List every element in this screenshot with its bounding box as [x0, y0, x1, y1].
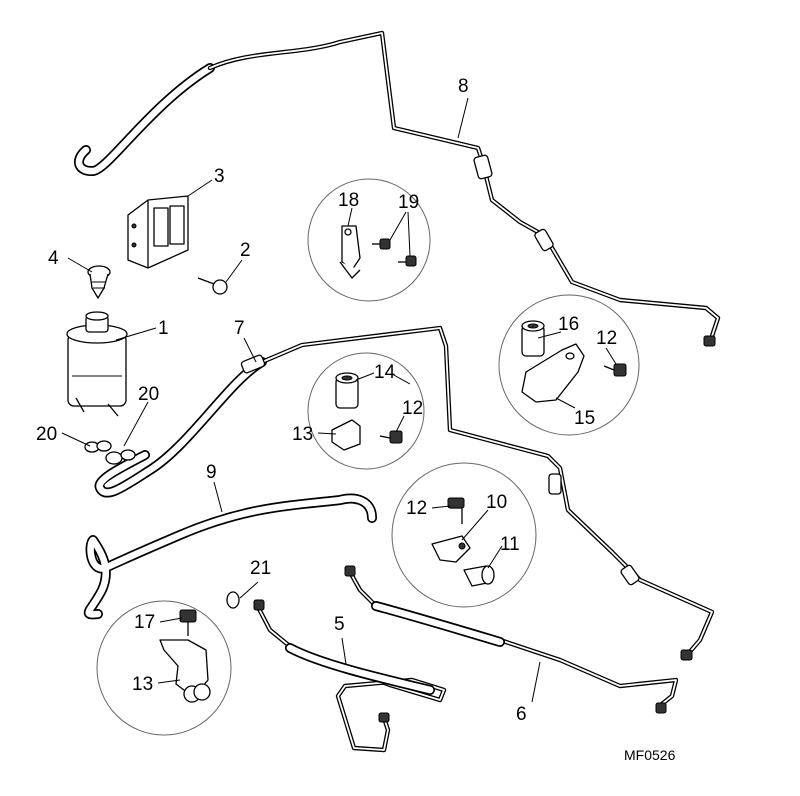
callout-5: 5 [334, 614, 345, 635]
cap-4 [87, 265, 111, 299]
callout-4: 4 [48, 248, 59, 269]
callout-labels: 3 2 4 1 20 20 7 8 9 21 5 6 18 19 16 12 1… [36, 76, 676, 763]
pipe-5 [253, 599, 447, 753]
figure-reference: MF0526 [624, 747, 676, 763]
detail-circle-18-19 [307, 178, 431, 302]
callout-1: 1 [158, 318, 169, 339]
bolt-2 [197, 277, 228, 295]
detail-parts-12-13-14 [331, 372, 403, 451]
callout-15: 15 [574, 408, 595, 429]
o-ring-21 [226, 591, 240, 609]
callout-17: 17 [134, 612, 155, 633]
callout-21: 21 [250, 558, 271, 579]
callout-19: 19 [398, 192, 419, 213]
hose-9 [83, 493, 377, 620]
reservoir-1 [66, 311, 128, 417]
callout-10: 10 [486, 492, 507, 513]
callout-12-right: 12 [596, 328, 617, 349]
callout-13-lower: 13 [132, 674, 153, 695]
callout-7: 7 [234, 318, 245, 339]
detail-circle-10-11-12 [391, 462, 537, 608]
leader-lines [61, 97, 617, 703]
bracket-3 [127, 195, 189, 269]
callout-14: 14 [374, 362, 396, 383]
callout-20-lower: 20 [36, 424, 57, 445]
detail-parts-13-17 [159, 609, 211, 703]
callout-16: 16 [558, 314, 579, 335]
pipe-8 [74, 30, 721, 347]
callout-12-lower: 12 [406, 498, 427, 519]
callout-9: 9 [206, 462, 217, 483]
callout-20-upper: 20 [138, 384, 159, 405]
callout-11: 11 [500, 534, 520, 555]
callout-8: 8 [458, 76, 469, 97]
callout-13-middle: 13 [292, 424, 313, 445]
clip-20 [84, 440, 136, 465]
callout-18: 18 [338, 190, 359, 211]
callout-2: 2 [240, 240, 251, 261]
detail-parts-12-15-16 [521, 320, 627, 403]
pipe-7 [94, 325, 715, 661]
callout-6: 6 [516, 704, 527, 725]
detail-circle-13-17 [96, 600, 232, 736]
detail-parts-18-19 [339, 225, 417, 279]
callout-3: 3 [214, 166, 225, 187]
detail-parts-10-11-12 [431, 497, 495, 587]
pipe-6 [344, 565, 679, 714]
callout-12-middle: 12 [402, 398, 423, 419]
